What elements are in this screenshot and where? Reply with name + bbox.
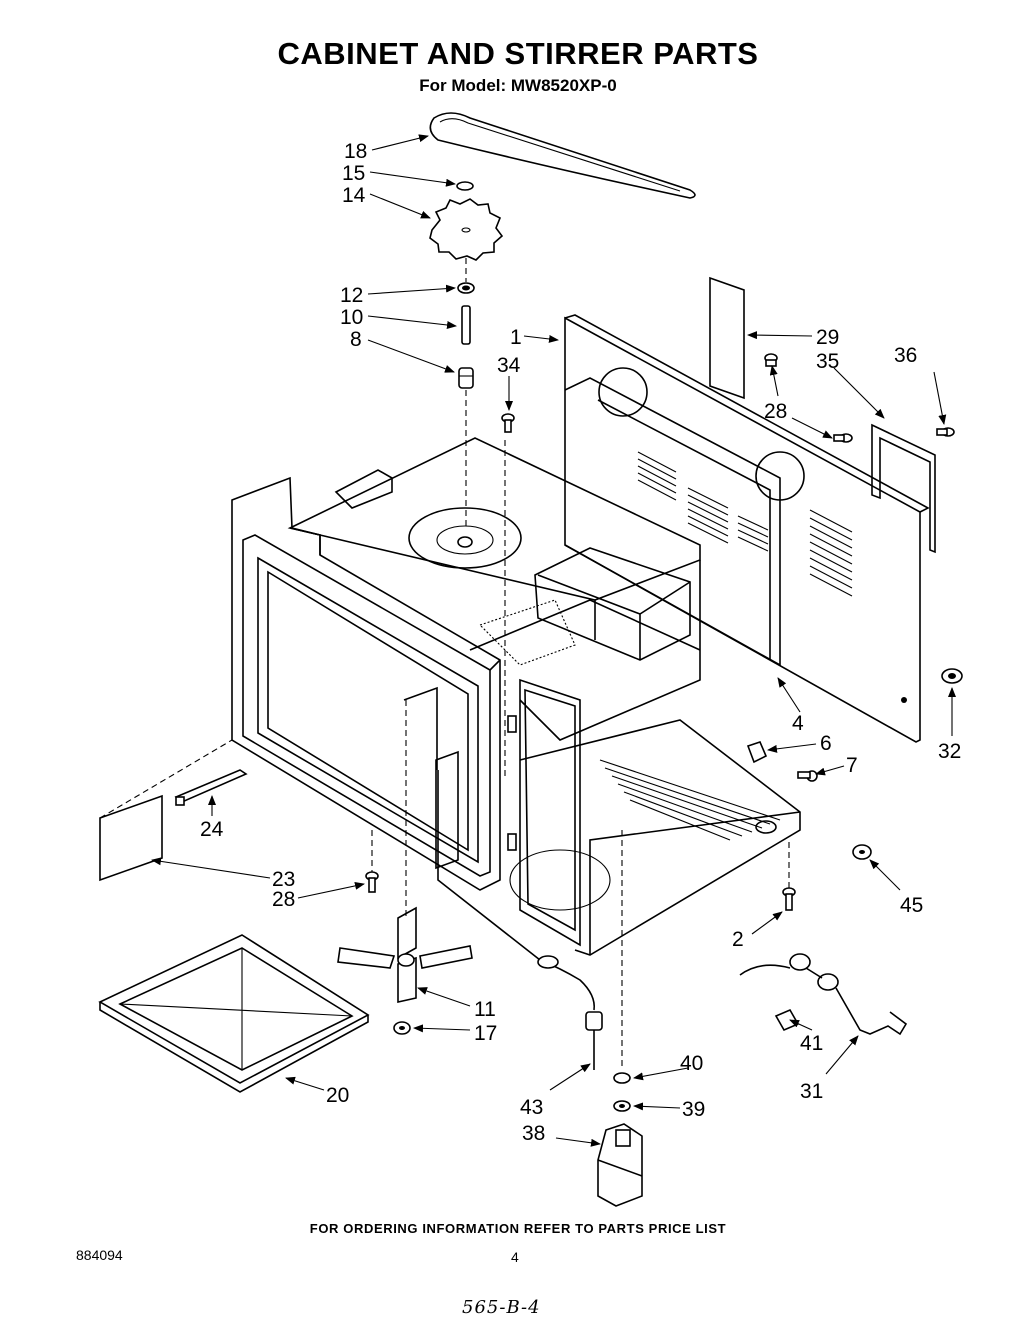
side-shield <box>99 739 233 882</box>
part-label-34: 34 <box>497 354 521 377</box>
part-label-36: 36 <box>894 344 917 367</box>
part-label-43: 43 <box>520 1096 543 1119</box>
part-label-18: 18 <box>344 140 367 163</box>
document-number: 884094 <box>76 1247 123 1263</box>
handwritten-note: 565-B-4 <box>462 1297 541 1318</box>
cover-plate <box>709 276 745 400</box>
stirrer-bearing <box>458 367 474 389</box>
part-label-28-lower: 28 <box>272 888 295 911</box>
cord-clamp <box>774 1008 800 1032</box>
screw <box>365 871 379 893</box>
stirrer-shaft <box>461 305 471 345</box>
part-label-2: 2 <box>732 928 744 951</box>
part-label-45: 45 <box>900 894 923 917</box>
nut <box>941 668 963 684</box>
page-number: 4 <box>511 1249 519 1265</box>
screw <box>936 427 955 437</box>
stirrer-pulley <box>429 198 504 261</box>
cooling-fan <box>337 906 473 1003</box>
screw <box>797 770 818 782</box>
nut <box>852 844 872 860</box>
waveguide-box <box>478 547 691 666</box>
screw <box>833 433 853 443</box>
floor-vents <box>599 759 781 841</box>
stirrer-belt <box>429 112 696 199</box>
stirrer-washer <box>457 282 475 294</box>
ordering-note: FOR ORDERING INFORMATION REFER TO PARTS … <box>309 1221 727 1236</box>
back-panel <box>564 314 930 743</box>
part-label-10: 10 <box>340 306 363 329</box>
part-label-20: 20 <box>326 1084 349 1107</box>
part-label-24: 24 <box>200 818 224 841</box>
part-label-8: 8 <box>350 328 362 351</box>
callout-arrows <box>151 134 956 1147</box>
page-title: CABINET AND STIRRER PARTS <box>277 36 759 71</box>
part-label-35: 35 <box>816 350 839 373</box>
mounting-bracket <box>871 423 936 554</box>
part-label-23: 23 <box>272 868 295 891</box>
part-label-39: 39 <box>682 1098 705 1121</box>
part-label-4: 4 <box>792 712 804 735</box>
part-label-40: 40 <box>680 1052 703 1075</box>
oven-cavity <box>287 437 801 956</box>
retaining-clip <box>456 181 474 191</box>
washer <box>613 1072 631 1084</box>
washer <box>613 1100 631 1112</box>
screw <box>782 887 796 911</box>
part-label-6: 6 <box>820 732 832 755</box>
part-label-38: 38 <box>522 1122 545 1145</box>
part-label-1: 1 <box>510 326 522 349</box>
part-label-31: 31 <box>800 1080 823 1103</box>
model-subtitle: For Model: MW8520XP-0 <box>419 76 617 95</box>
part-label-7: 7 <box>846 754 858 777</box>
back-panel-vents <box>637 451 853 597</box>
power-cord <box>739 953 908 1036</box>
thermal-probe <box>437 770 603 1070</box>
part-label-15: 15 <box>342 162 365 185</box>
nut <box>393 1021 411 1035</box>
cavity-side-panel <box>507 678 611 947</box>
part-label-12: 12 <box>340 284 363 307</box>
part-label-11: 11 <box>474 998 496 1021</box>
part-label-28-upper: 28 <box>764 400 787 423</box>
part-label-32: 32 <box>938 740 961 763</box>
part-label-14: 14 <box>342 184 366 207</box>
part-label-29: 29 <box>816 326 839 349</box>
motor-mount-block <box>597 1123 643 1207</box>
screw <box>501 413 515 433</box>
part-label-17: 17 <box>474 1022 497 1045</box>
front-frame <box>231 476 501 891</box>
part-label-41: 41 <box>800 1032 823 1055</box>
screw <box>764 353 778 367</box>
bottom-tray <box>98 934 370 1093</box>
door-hinge-strip <box>174 769 248 806</box>
clip <box>746 741 768 764</box>
